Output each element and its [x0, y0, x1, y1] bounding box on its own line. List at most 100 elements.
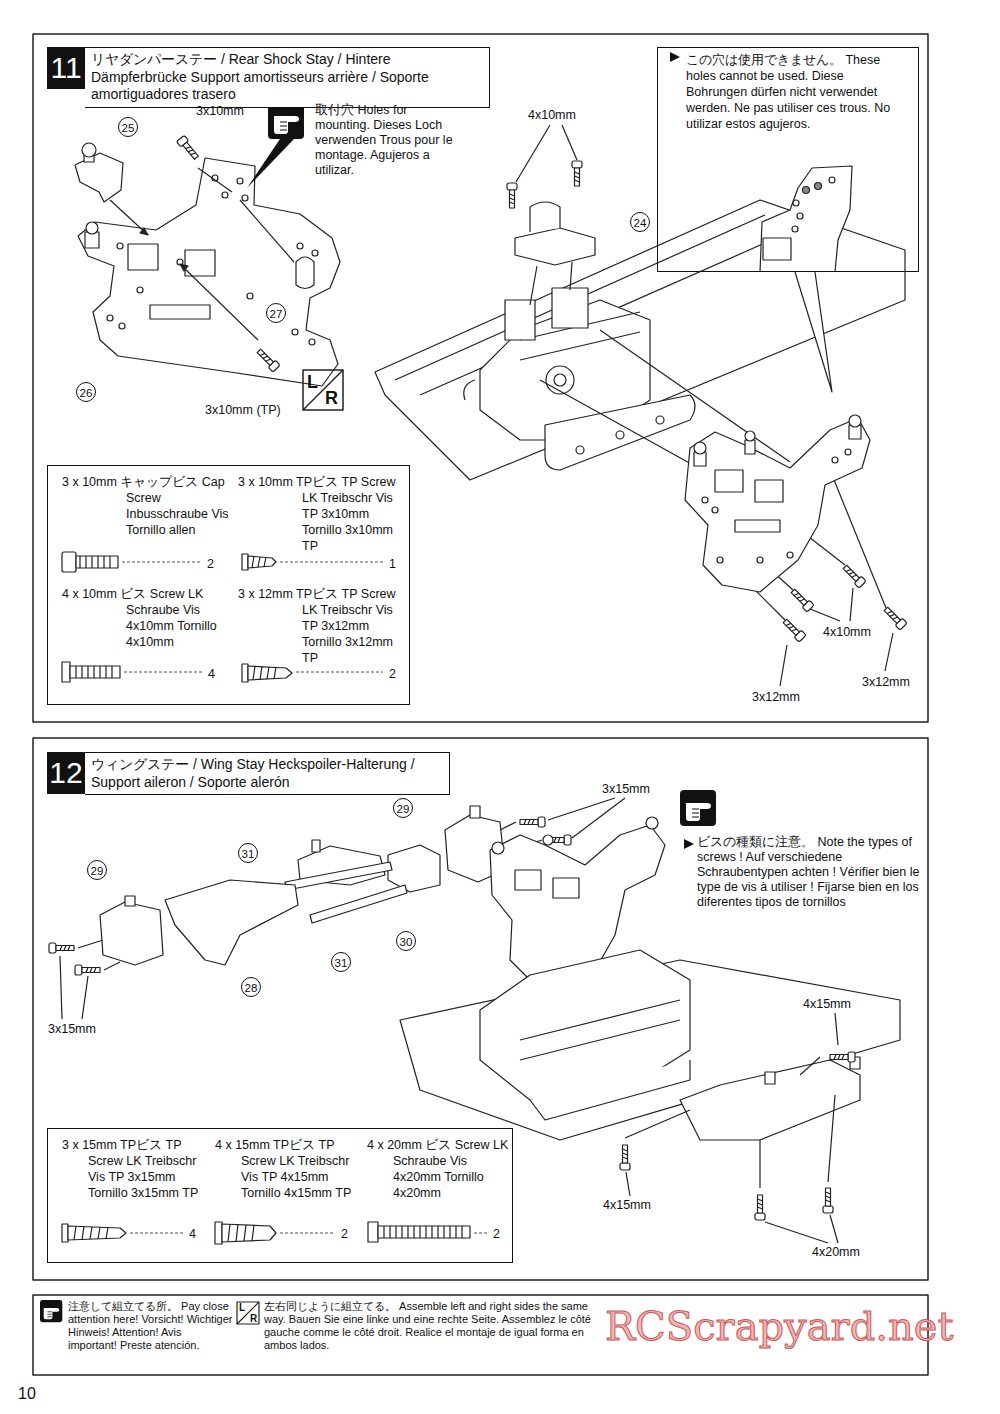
screw-icon [242, 664, 248, 682]
wing-stay-part [765, 1072, 775, 1084]
leader-line [110, 200, 148, 235]
ball-stud [296, 257, 314, 289]
legend-text: 左右同じように組立てる。 Assemble left and right sid… [264, 1300, 594, 1352]
callout-number: 29 [393, 798, 413, 818]
leader-line [562, 125, 577, 160]
shock-stay-plate [849, 415, 861, 427]
callout-number: 31 [238, 843, 258, 863]
part-spec: 3 x 10mm キャップビス Cap Screw Inbusschraube … [62, 474, 237, 538]
leader-line [240, 200, 294, 262]
shock-stay-plate [715, 470, 743, 492]
dashed-leader [130, 1233, 183, 1234]
quantity: 2 [493, 1226, 500, 1242]
wing-stay-part [388, 845, 440, 892]
shock-stay-plate [515, 870, 541, 890]
shock-stay-plate [745, 431, 755, 441]
panel-frame [33, 738, 928, 1280]
shock-stay-plate [119, 323, 125, 329]
callout-number: 31 [331, 952, 351, 972]
dimension-label: 3x15mm [48, 1022, 96, 1037]
plate-detail [760, 166, 852, 272]
screw-icon [242, 554, 248, 570]
note-text: 取付穴 Holes for mounting. Dieses Loch verw… [315, 103, 465, 178]
step-title: ウィングステー / Wing Stay Heckspoiler-Halterun… [85, 752, 450, 795]
gearbox [554, 374, 566, 386]
leader-line [600, 330, 790, 462]
leader-line [78, 940, 103, 948]
leader-line [82, 976, 88, 1019]
shock-stay-plate [242, 195, 248, 201]
leader-line [516, 125, 893, 686]
shock-stay-plate [717, 557, 723, 563]
title-text: ウィングステー / Wing Stay Heckspoiler-Halterun… [91, 756, 443, 791]
gearbox [552, 288, 588, 328]
ball-stud [296, 257, 314, 289]
screw-icon [68, 1226, 126, 1240]
screw-icon [80, 556, 110, 568]
dashed-leader [122, 562, 202, 563]
screw-icon [74, 1226, 108, 1240]
screw [781, 617, 806, 642]
part-spec: 4 x 15mm TPビス TP Screw LK Treibschr Vis … [215, 1137, 365, 1201]
shock-stay-plate [735, 520, 780, 532]
shock-stay-plate [292, 329, 298, 335]
leader-line [180, 264, 258, 340]
part-spec: 3 x 12mm TPビス TP Screw LK Treibschr Vis … [238, 586, 403, 666]
screw-icon [222, 1224, 276, 1242]
dimension-label: 4x10mm [823, 625, 871, 640]
symbol-letter: R [325, 388, 338, 408]
dimension-label: 3x12mm [862, 675, 910, 690]
screw [882, 605, 907, 630]
shock-mount [515, 228, 595, 265]
shock-stay-plate [247, 293, 253, 299]
shock-stay-plate [297, 243, 303, 249]
screw [572, 161, 582, 186]
suspension-arm [576, 446, 584, 454]
parts-table: 3 x 15mm TPビス TP Screw LK Treibschr Vis … [47, 1128, 513, 1263]
shock-stay-plate [702, 497, 708, 503]
panel-frame [33, 34, 928, 722]
dimension-label: 3x15mm [602, 782, 650, 797]
plate-detail [815, 183, 822, 190]
shock-stay-plate [309, 339, 315, 345]
lr-icon [303, 370, 343, 410]
step-number-text: 12 [47, 752, 85, 794]
screw-icon [248, 666, 292, 680]
leader-line [759, 1140, 760, 1188]
quantity: 2 [207, 556, 214, 572]
gearbox [480, 950, 690, 1120]
dashed-leader [280, 562, 383, 563]
lr-icon [303, 370, 343, 410]
shock-stay-plate [237, 178, 243, 184]
plate-detail [803, 187, 810, 194]
shock-stay-plate [312, 250, 318, 256]
wing-stay-part [680, 1057, 860, 1140]
dashed-leader [124, 672, 203, 673]
screw-icon [378, 1226, 470, 1238]
symbol-letter: L [239, 1302, 245, 1313]
shock-stay-plate [150, 305, 210, 319]
note-text: ビスの種類に注意。 Note the types of screws ! Auf… [697, 835, 925, 910]
pointer-wedge [247, 139, 294, 188]
wing-stay-part [125, 896, 135, 906]
watermark: RCScrapyard.net [605, 1303, 954, 1349]
lr-icon [237, 1302, 259, 1324]
leader-line [570, 262, 572, 290]
leader-line [140, 228, 148, 235]
screw-icon [228, 1224, 254, 1242]
leader-line [850, 588, 853, 621]
shock-mount [515, 202, 595, 265]
screw-icon [76, 556, 118, 568]
note-text: この穴は使用できません。 These holes cannot be used.… [686, 52, 891, 132]
dimension-label: 4x15mm [803, 997, 851, 1012]
screw [49, 943, 74, 953]
dimension-label: 4x10mm [528, 108, 576, 123]
wing-stay-part [285, 862, 392, 890]
quantity: 2 [341, 1226, 348, 1242]
dimension-label: 3x10mm (TP) [205, 403, 281, 418]
screw-icon [368, 1222, 378, 1242]
part-spec: 4 x 20mm ビス Screw LK Schraube Vis 4x20mm… [367, 1137, 512, 1201]
callout-number: 24 [630, 212, 650, 232]
